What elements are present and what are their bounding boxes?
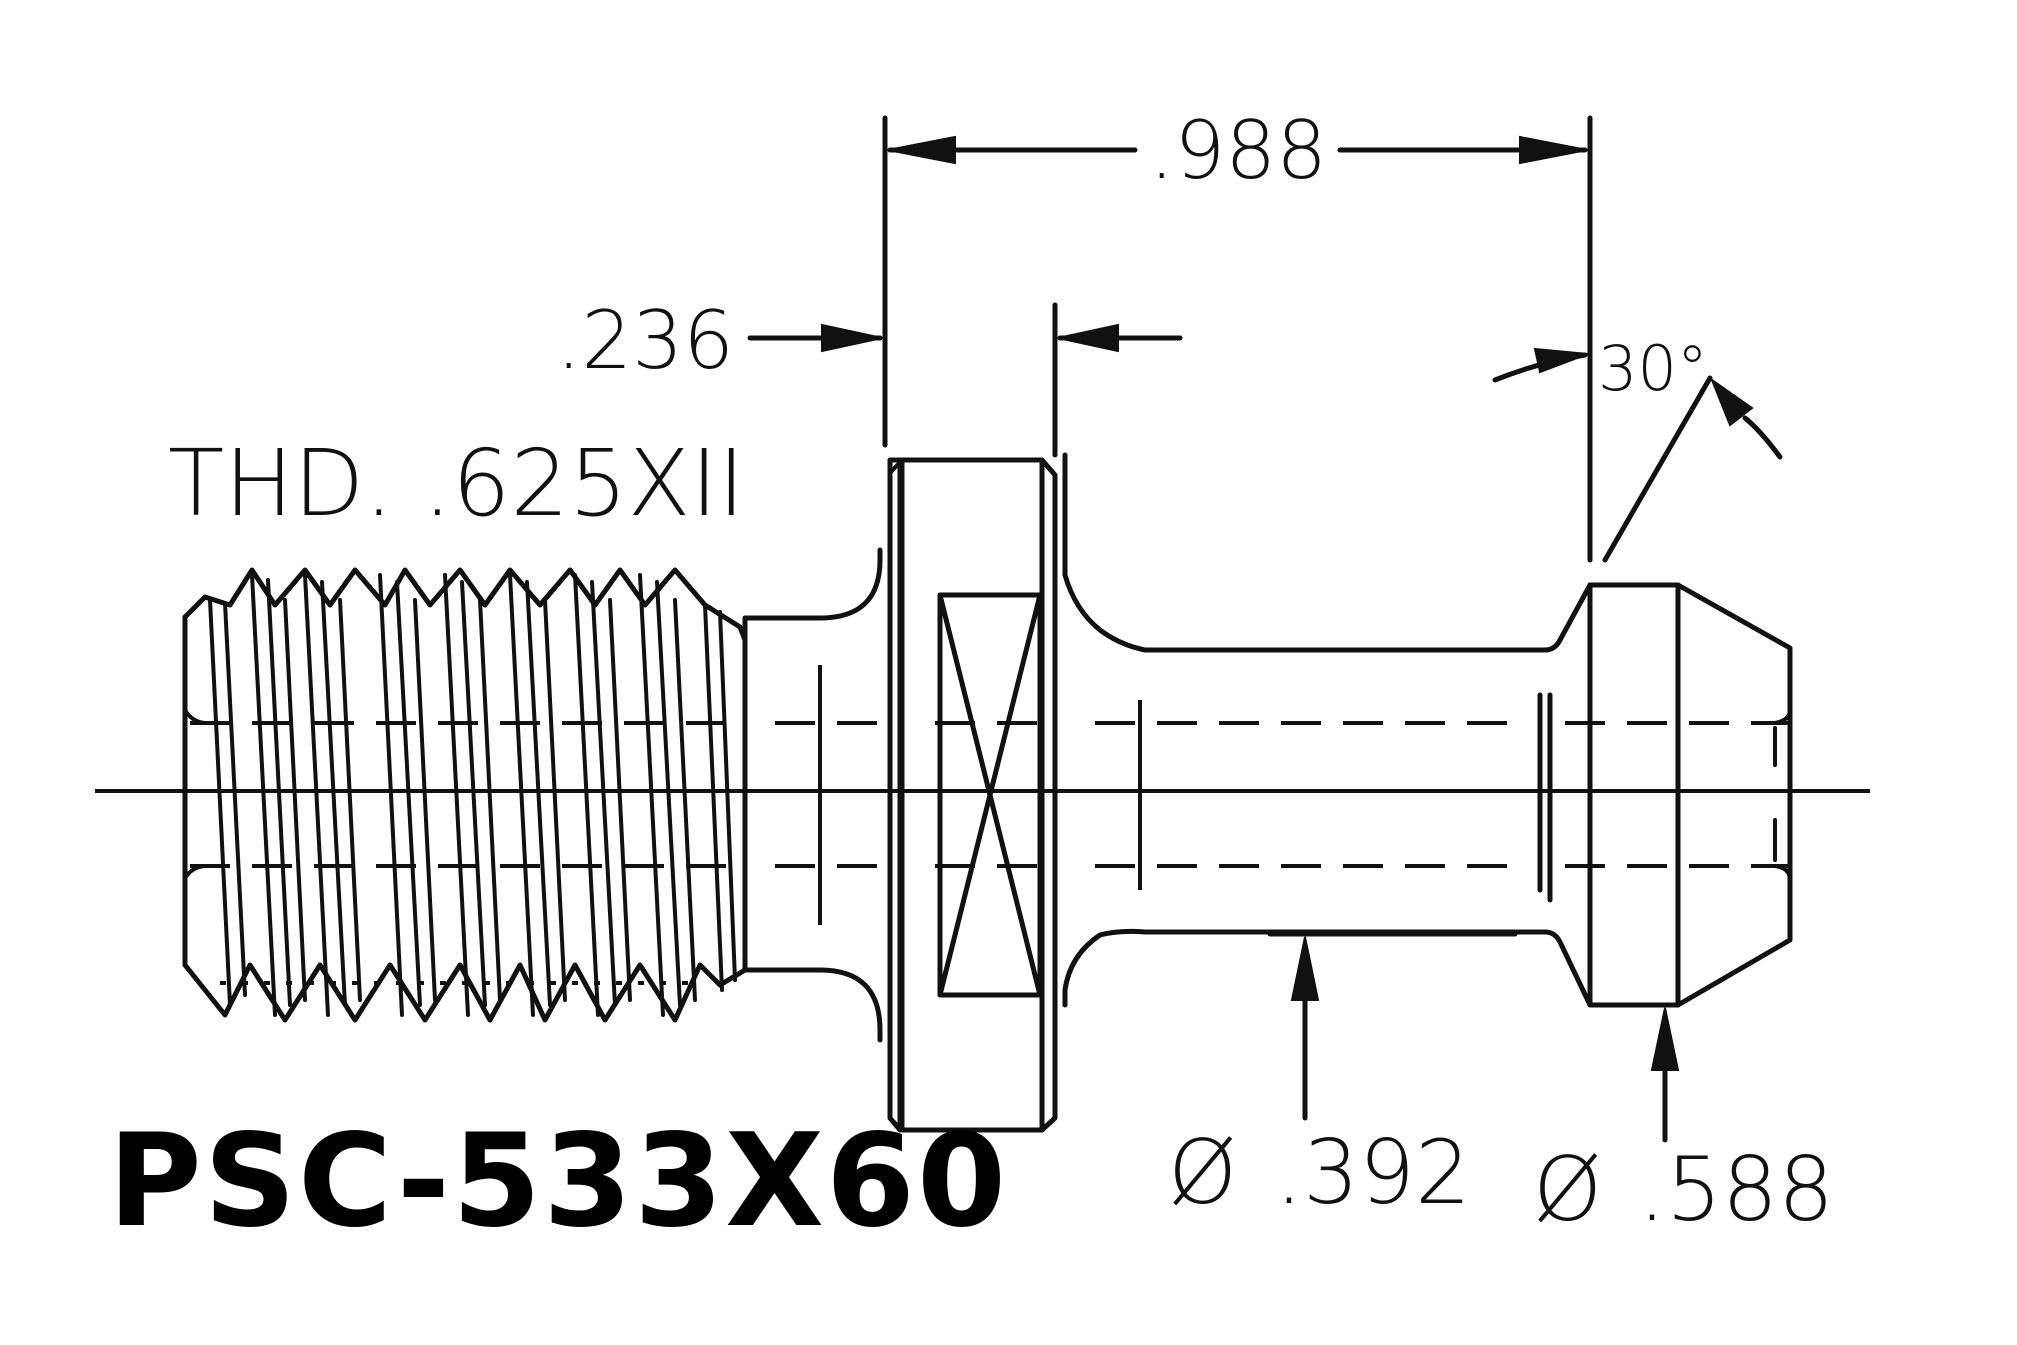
thread-hidden-lines [183,708,740,985]
dimension-988 [882,115,1593,563]
dimension-392-label: .392 [1275,1121,1471,1224]
head-section [1565,582,1793,1008]
threaded-section [182,567,748,1023]
dimension-30-degree-label: 30° [1598,332,1708,405]
dimension-392 [1267,931,1518,1121]
thread-spec-label: THD. .625XII [168,430,745,537]
dimension-30-degree [1492,347,1783,563]
dimension-588 [1650,1007,1680,1143]
dimension-588-label: .588 [1638,1138,1834,1241]
flange-collar [887,457,1058,1133]
wrench-flat [935,592,1045,998]
shank-section [742,547,883,1043]
dimension-236-label: .236 [556,294,734,387]
dimension-236 [747,302,1183,458]
dimension-392-symbol: Ø [1168,1121,1237,1224]
dimension-988-label: .988 [1149,104,1327,197]
part-number-title: PSC-533X60 [108,1107,1008,1256]
neck-section [1062,452,1593,1008]
thread-flanks [208,573,737,1017]
dimension-588-symbol: Ø [1533,1138,1602,1241]
